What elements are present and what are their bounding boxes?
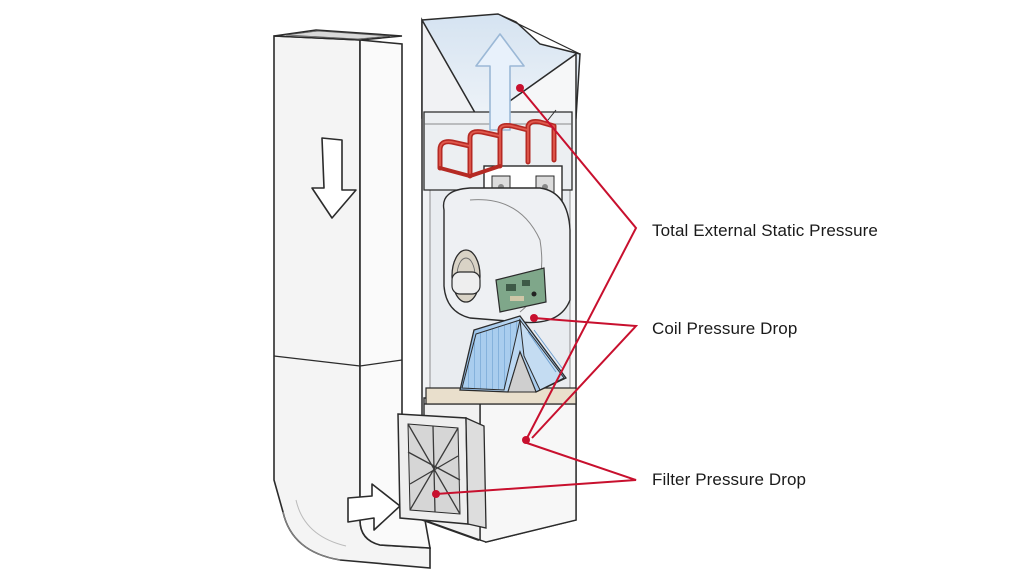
filter-dot [432, 490, 440, 498]
leader-line-coil [531, 317, 639, 439]
coil-top-dot [530, 314, 538, 322]
leader-dots [432, 84, 538, 498]
right-arrow-icon [347, 483, 401, 531]
control-board [495, 267, 547, 313]
filter-pressure-drop-label: Filter Pressure Drop [652, 470, 807, 489]
leader-line-filter [435, 441, 637, 495]
total-external-static-pressure-label: Total External Static Pressure [652, 221, 878, 240]
leader-line-tesp [519, 87, 638, 441]
tesp-supply-dot [516, 84, 524, 92]
return-plenum-dot [522, 436, 530, 444]
blower-assembly [442, 187, 571, 324]
up-arrow-icon [475, 33, 525, 131]
coil-pressure-drop-label: Coil Pressure Drop [652, 319, 798, 338]
evaporator-coil [459, 315, 567, 393]
leader-lines [435, 87, 639, 495]
air-filter [397, 413, 487, 529]
down-arrow-icon [311, 137, 357, 219]
return-duct [273, 29, 431, 569]
